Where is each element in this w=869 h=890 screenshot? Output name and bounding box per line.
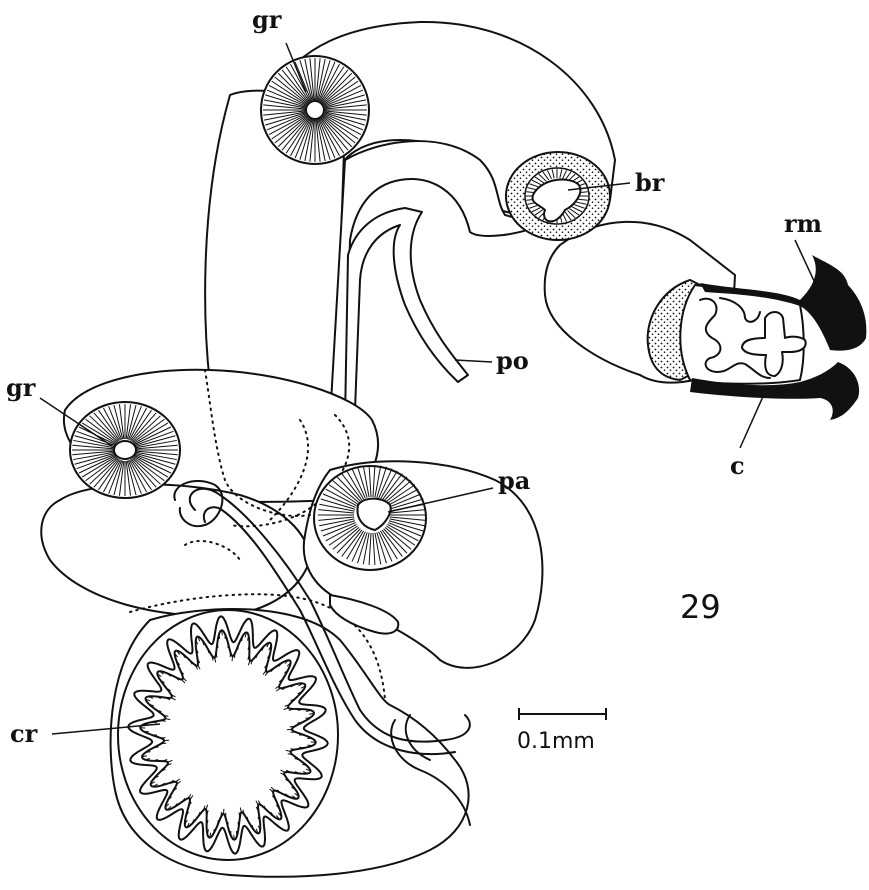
label-po: po (496, 346, 529, 375)
po-leader (455, 360, 492, 362)
cr-hair (161, 743, 166, 744)
gr-top-section (261, 56, 369, 164)
label-rm: rm (784, 209, 822, 238)
cr-hair (299, 747, 304, 748)
label-br: br (635, 168, 665, 197)
label-cr: cr (10, 719, 38, 748)
scale-bar: 0.1mm (517, 708, 606, 754)
label-gr-left: gr (6, 373, 36, 402)
cr-hair (298, 722, 303, 723)
pa-section (314, 465, 426, 570)
label-pa: pa (498, 466, 530, 495)
cr-hair (308, 745, 313, 746)
cr-hair (235, 653, 236, 658)
cr-hair (290, 726, 295, 727)
gr-left-section (70, 402, 180, 498)
cr-hair (238, 822, 239, 827)
cr-hair (221, 812, 222, 817)
lower-large-oval (41, 484, 310, 615)
cr-hair (238, 645, 239, 650)
scale-bar-label: 0.1mm (517, 729, 595, 754)
c-leader (740, 392, 765, 448)
po-sheath (345, 208, 468, 420)
br-section (506, 152, 610, 240)
cr-hair (154, 747, 159, 748)
label-gr-top: gr (252, 5, 282, 34)
cr-hair (152, 722, 157, 723)
cr-hair (217, 643, 218, 648)
rm-leader (795, 240, 815, 283)
cr-hair (236, 831, 237, 836)
cr-hair (218, 820, 219, 825)
figure-number: 29 (680, 588, 721, 626)
label-c: c (730, 451, 745, 480)
cr-section (118, 610, 338, 860)
cr-hair (219, 634, 220, 639)
